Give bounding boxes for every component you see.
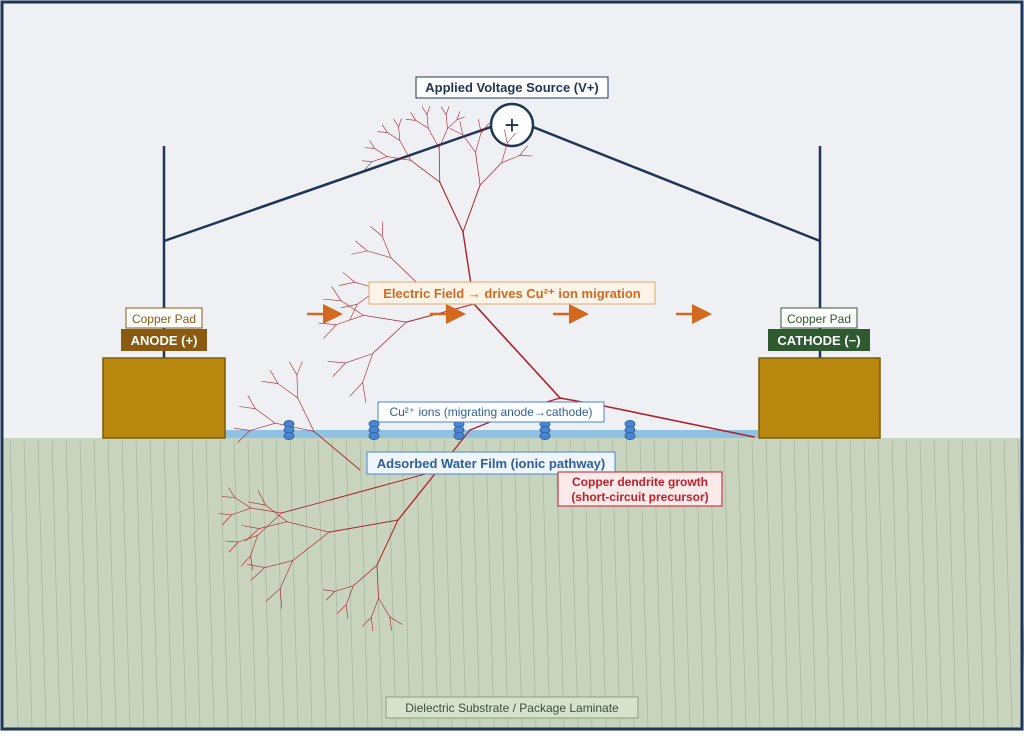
anode-pad-label: Copper Pad bbox=[132, 312, 196, 326]
water-film bbox=[225, 430, 758, 438]
copper-ion bbox=[284, 432, 294, 439]
cathode-pad bbox=[759, 358, 880, 438]
substrate bbox=[2, 438, 1024, 729]
cathode-label: CATHODE (−) bbox=[777, 333, 860, 348]
substrate-label: Dielectric Substrate / Package Laminate bbox=[405, 701, 619, 715]
anode-label: ANODE (+) bbox=[131, 333, 198, 348]
copper-ion bbox=[625, 432, 635, 439]
plus-sign: + bbox=[504, 110, 519, 140]
dendrite-label-line1: Copper dendrite growth bbox=[572, 475, 708, 489]
water-film-label: Adsorbed Water Film (ionic pathway) bbox=[377, 456, 605, 471]
copper-ion bbox=[369, 432, 379, 439]
anode-pad bbox=[103, 358, 225, 438]
copper-ion bbox=[454, 432, 464, 439]
substrate-fill bbox=[2, 438, 1022, 729]
copper-ion bbox=[540, 432, 550, 439]
cathode-pad-label: Copper Pad bbox=[787, 312, 851, 326]
ions-label: Cu²⁺ ions (migrating anode→cathode) bbox=[389, 405, 592, 419]
voltage-source-label: Applied Voltage Source (V+) bbox=[425, 80, 598, 95]
electric-field-label: Electric Field → drives Cu²⁺ ion migrati… bbox=[383, 286, 641, 301]
dendrite-label-line2: (short-circuit precursor) bbox=[571, 490, 708, 504]
